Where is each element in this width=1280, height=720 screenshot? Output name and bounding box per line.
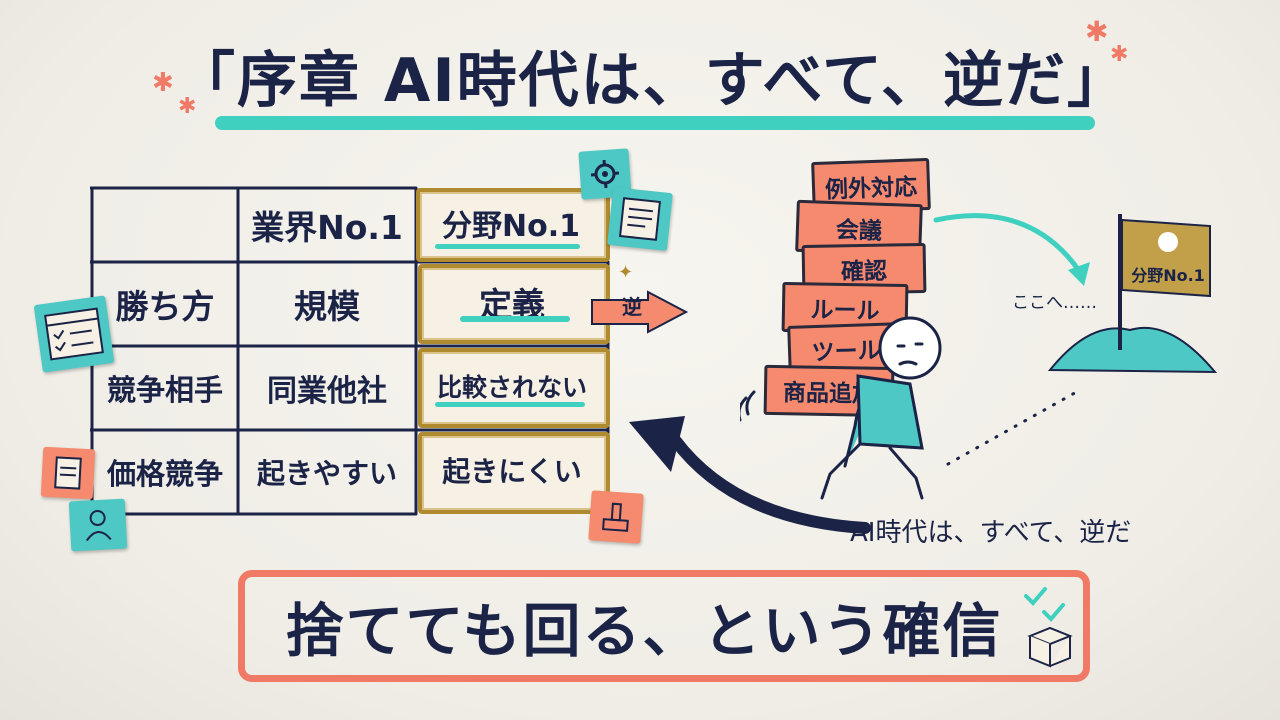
browser-checklist-icon — [44, 307, 104, 361]
table-cell-highlight: 比較されない — [436, 373, 587, 402]
flag-label: 分野No.1 — [1131, 266, 1205, 285]
page-title: 「序章 AI時代は、すべて、逆だ」 — [175, 45, 1130, 116]
ai-caption: AI時代は、すべて、逆だ — [850, 517, 1132, 548]
sparkle-icon: ✱ — [1085, 15, 1109, 48]
conclusion-banner: 捨てても回る、という確信 — [238, 570, 1090, 682]
title-underline — [215, 116, 1095, 130]
table-cell: 規模 — [294, 287, 360, 326]
checklist-note — [607, 187, 673, 251]
comparison-table: 業界No.1 分野No.1 勝ち方 規模 定義 競争相手 同業他社 比較されない… — [90, 186, 610, 516]
row2-underline — [435, 402, 585, 407]
reverse-label: 逆 — [622, 294, 642, 319]
gear-icon — [590, 159, 620, 189]
table-cell-highlight: 定義 — [479, 285, 545, 324]
navy-curved-arrow — [629, 416, 871, 534]
browser-note — [33, 295, 115, 373]
table-row-label: 勝ち方 — [115, 287, 215, 326]
highlight-box-row1 — [418, 264, 610, 344]
table-cell: 同業他社 — [267, 374, 387, 409]
highlight-box-header — [416, 188, 610, 262]
table-row-label: 価格競争 — [106, 457, 223, 491]
sparkle-icon: ✱ — [1110, 42, 1129, 67]
sparkle-icon: ✱ — [152, 68, 174, 98]
sparkle-icon: ✦ — [618, 262, 634, 283]
here-label: ここへ…… — [1012, 293, 1097, 313]
clipboard-note — [40, 446, 96, 500]
table-cell: 起きやすい — [256, 457, 397, 490]
table-row-label: 競争相手 — [106, 373, 223, 407]
highlight-box-row3 — [418, 432, 610, 514]
stamp-note — [588, 490, 644, 544]
checkmarks-icon — [1024, 587, 1073, 668]
person-icon — [85, 510, 112, 542]
reverse-arrow — [591, 290, 689, 334]
row1-underline — [460, 316, 570, 322]
table-header-col1: 業界No.1 — [251, 208, 403, 247]
highlight-box-row2 — [418, 348, 610, 428]
sparkle-icon: ✱ — [178, 94, 197, 119]
flag-illustration — [1047, 214, 1218, 374]
header-underline — [435, 244, 580, 249]
table-cell-highlight: 起きにくい — [442, 455, 582, 488]
teal-arrow — [933, 213, 1090, 286]
dotted-path — [946, 388, 1082, 466]
banner-text: 捨てても回る、という確信 — [285, 597, 1003, 665]
person-illustration — [740, 316, 942, 500]
person-note — [68, 498, 128, 552]
table-header-col2: 分野No.1 — [442, 209, 580, 244]
clipboard-icon — [54, 456, 82, 490]
stamp-icon — [602, 502, 629, 532]
gear-note — [578, 148, 632, 200]
checklist-icon — [619, 197, 661, 241]
